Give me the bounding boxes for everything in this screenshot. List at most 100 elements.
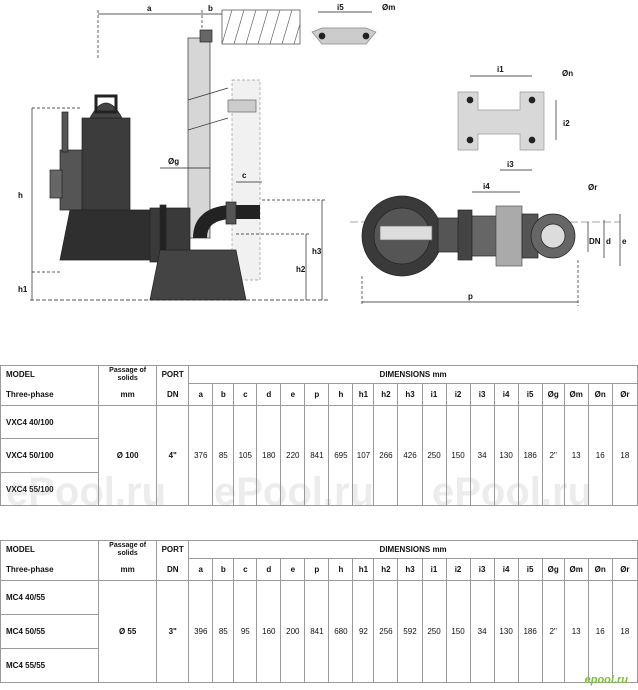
col-header: d <box>256 558 282 581</box>
dim-label-e: e <box>622 237 627 246</box>
col-header: a <box>188 558 214 581</box>
dim-value: 200 <box>280 580 306 683</box>
col-header: i1 <box>421 558 447 581</box>
model-name: VXC4 40/100 <box>0 405 100 439</box>
col-header: h2 <box>373 558 399 581</box>
dim-label-h1: h1 <box>18 285 28 294</box>
dim-value: 250 <box>421 405 447 506</box>
dim-value: 18 <box>611 580 638 683</box>
dimensions-table-vxc4: MODEL Passage of solids PORT DIMENSIONS … <box>0 365 638 506</box>
col-header: d <box>256 383 282 406</box>
col-header: i3 <box>469 558 495 581</box>
header-port-unit: DN <box>156 383 190 406</box>
dim-value: 180 <box>256 405 282 506</box>
col-header: i3 <box>469 383 495 406</box>
dim-label-i3: i3 <box>507 160 514 169</box>
pump-body <box>49 94 260 301</box>
dim-value: 130 <box>493 580 519 683</box>
corner-logo: epool.ru <box>584 674 628 686</box>
dim-label-i1: i1 <box>497 65 504 74</box>
col-header: i2 <box>445 558 471 581</box>
dim-value: 680 <box>328 580 354 683</box>
dim-label-r: Ør <box>588 183 597 192</box>
dim-value: 95 <box>233 580 258 683</box>
header-passage: Passage of solids <box>98 540 158 559</box>
model-name: VXC4 50/100 <box>0 438 100 473</box>
col-header: b <box>212 558 235 581</box>
dim-value: 34 <box>469 580 495 683</box>
dim-value: 266 <box>373 405 399 506</box>
dim-label-p: p <box>468 292 473 301</box>
dim-value: 250 <box>421 580 447 683</box>
dim-label-i4: i4 <box>483 182 490 191</box>
dim-value: 426 <box>397 405 423 506</box>
dim-value: 105 <box>233 405 258 506</box>
col-header: i1 <box>421 383 447 406</box>
dim-label-n: Øn <box>562 69 573 78</box>
col-header: Øg <box>541 558 565 581</box>
col-header: Øn <box>587 383 613 406</box>
dim-label-a: a <box>147 4 152 13</box>
dim-label-h2: h2 <box>296 265 306 274</box>
dim-value: 186 <box>517 580 543 683</box>
col-header: p <box>304 558 330 581</box>
dim-label-b: b <box>208 4 213 13</box>
col-header: i5 <box>517 383 543 406</box>
watermark: ePool.ru <box>6 470 167 514</box>
dim-value: 150 <box>445 580 471 683</box>
dim-value: 592 <box>397 580 423 683</box>
col-header: h <box>328 383 354 406</box>
header-dimensions: DIMENSIONS mm <box>188 365 638 384</box>
guide-rail <box>187 29 229 239</box>
col-header: h <box>328 558 354 581</box>
dim-label-g: Øg <box>168 157 179 166</box>
dim-value: 85 <box>212 405 235 506</box>
col-header: Øm <box>563 383 589 406</box>
col-header: c <box>233 558 258 581</box>
dim-value: 376 <box>188 405 214 506</box>
col-header: e <box>280 383 306 406</box>
wall-hatch <box>221 9 301 45</box>
col-header: h2 <box>373 383 399 406</box>
watermark: ePool.ru <box>214 470 375 514</box>
dim-value: 2" <box>541 580 565 683</box>
header-passage-unit: mm <box>98 558 158 581</box>
col-header: h1 <box>352 383 375 406</box>
header-model: MODEL <box>0 540 100 559</box>
col-header: e <box>280 558 306 581</box>
dim-value: 130 <box>493 405 519 506</box>
model-name: MC4 50/55 <box>0 614 100 649</box>
header-port: PORT <box>156 540 190 559</box>
model-name: MC4 40/55 <box>0 580 100 615</box>
col-header: Øn <box>587 558 613 581</box>
dim-label-m: Øm <box>382 3 395 12</box>
dim-value: 256 <box>373 580 399 683</box>
col-header: i2 <box>445 383 471 406</box>
passage-value: Ø 100 <box>98 405 158 506</box>
dim-label-c: c <box>242 171 247 180</box>
dim-label-d: d <box>606 237 611 246</box>
header-three-phase: Three-phase <box>0 558 100 581</box>
plan-view: i4 Ør DN d e p <box>350 182 627 306</box>
dim-value: 160 <box>256 580 282 683</box>
passage-value: Ø 55 <box>98 580 158 683</box>
dim-label-i5: i5 <box>337 3 344 12</box>
dim-value: 396 <box>188 580 214 683</box>
col-header: h3 <box>397 558 423 581</box>
header-three-phase: Three-phase <box>0 383 100 406</box>
col-header: Øg <box>541 383 565 406</box>
dim-value: 16 <box>587 580 613 683</box>
header-passage: Passage of solids <box>98 365 158 384</box>
dim-value: 150 <box>445 405 471 506</box>
h-bracket: i1 Øn i2 i3 <box>457 65 573 171</box>
col-header: Øm <box>563 558 589 581</box>
dim-value: 85 <box>212 580 235 683</box>
header-passage-unit: mm <box>98 383 158 406</box>
dim-value: 13 <box>563 405 589 506</box>
col-header: h1 <box>352 558 375 581</box>
technical-drawing: a b c <box>18 3 627 306</box>
dim-label-h: h <box>18 191 23 200</box>
model-name: VXC4 55/100 <box>0 472 100 506</box>
header-dimensions: DIMENSIONS mm <box>188 540 638 559</box>
dim-value: 13 <box>563 580 589 683</box>
